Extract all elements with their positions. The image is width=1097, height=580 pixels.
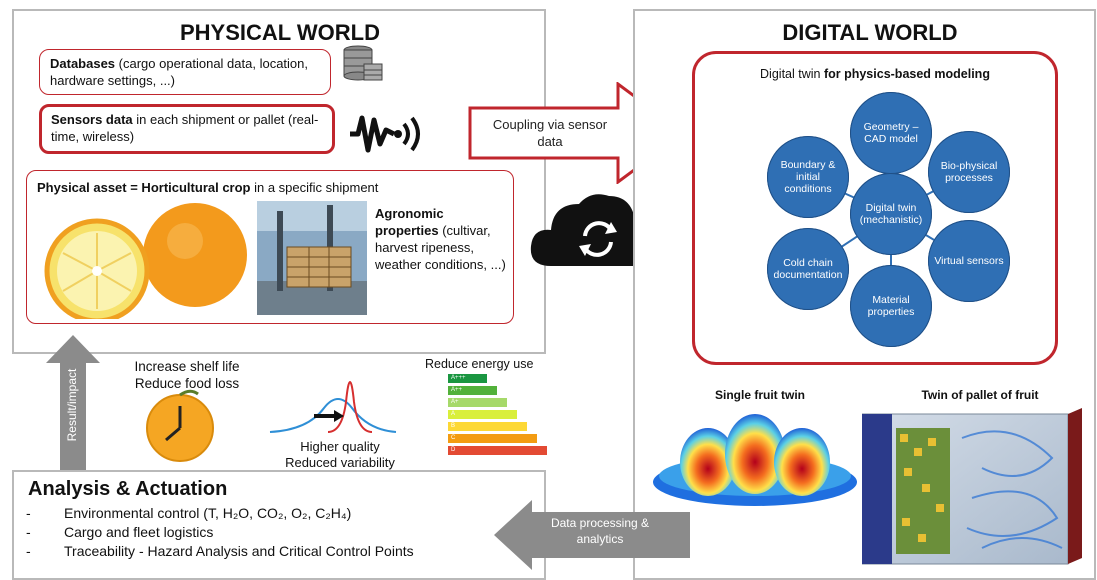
digital-world-title: DIGITAL WORLD xyxy=(782,20,958,45)
analysis-item-logistics: Cargo and fleet logistics xyxy=(64,524,214,540)
geometry-node: Geometry – CAD model xyxy=(850,92,932,174)
boundary-conditions-node: Boundary & initial conditions xyxy=(767,136,849,218)
pallet-photo xyxy=(257,201,367,315)
quality-distribution-chart xyxy=(269,381,397,433)
cold-chain-node: Cold chain documentation xyxy=(767,228,849,310)
sensors-box: Sensors data in each shipment or pallet … xyxy=(39,104,335,154)
reduce-energy-text: Reduce energy use xyxy=(425,357,534,371)
orange-clock-icon xyxy=(146,389,214,462)
pallet-twin-image xyxy=(862,408,1082,565)
energy-bar-c: C xyxy=(448,434,537,443)
biophysical-node: Bio-physical processes xyxy=(928,131,1010,213)
oranges-image xyxy=(44,203,247,319)
energy-label-chart: A+++ A++ A+ A B C D xyxy=(448,374,568,460)
databases-description: (cargo operational data, location, hardw… xyxy=(50,56,309,88)
twin-heading-bold: for physics-based modeling xyxy=(823,67,990,81)
databases-label: Databases xyxy=(50,56,116,71)
energy-bar-a1: A+ xyxy=(448,398,507,407)
higher-quality-text: Higher quality xyxy=(300,439,380,454)
single-fruit-label: Single fruit twin xyxy=(715,388,805,402)
agronomic-description: (cultivar, harvest ripeness, weather con… xyxy=(375,223,506,272)
result-impact-label: Result/impact xyxy=(65,368,79,442)
single-fruit-twin-image xyxy=(653,414,857,506)
result-impact-arrow xyxy=(46,335,100,471)
shelf-life-text: Increase shelf life xyxy=(134,359,240,374)
energy-bar-a2: A++ xyxy=(448,386,497,395)
material-properties-node: Material properties xyxy=(850,265,932,347)
sensors-label: Sensors data xyxy=(51,112,133,127)
data-processing-arrow xyxy=(494,500,690,570)
energy-bar-b: B xyxy=(448,422,527,431)
food-loss-text: Reduce food loss xyxy=(134,376,240,391)
analysis-title: Analysis & Actuation xyxy=(28,478,228,500)
analysis-list: -Environmental control (T, H₂O, CO₂, O₂,… xyxy=(26,504,496,561)
agronomic-label: Agronomic properties xyxy=(375,206,444,238)
coupling-label: Coupling via sensor data xyxy=(492,117,608,149)
virtual-sensors-node: Virtual sensors xyxy=(928,220,1010,302)
physical-world-title: PHYSICAL WORLD xyxy=(179,20,381,45)
physical-asset-box: Physical asset = Horticultural crop in a… xyxy=(26,170,514,324)
analysis-actuation-panel xyxy=(12,470,546,580)
analysis-item-traceability: Traceability - Hazard Analysis and Criti… xyxy=(64,543,414,559)
digital-twin-center-node: Digital twin (mechanistic) xyxy=(850,173,932,255)
energy-bar-a3: A+++ xyxy=(448,374,487,383)
physical-asset-label: Physical asset = Horticultural crop xyxy=(37,180,251,195)
energy-bar-a: A xyxy=(448,410,517,419)
sensors-description: in each shipment or pallet (real-time, w… xyxy=(51,112,319,144)
database-icon xyxy=(343,45,383,81)
cloud-sync-icon xyxy=(530,194,662,266)
data-processing-label: Data processing & analytics xyxy=(550,516,650,546)
analysis-item-environmental: Environmental control (T, H₂O, CO₂, O₂, … xyxy=(64,505,352,521)
energy-bar-d: D xyxy=(448,446,547,455)
wireless-signal-icon xyxy=(350,115,420,153)
reduced-variability-text: Reduced variability xyxy=(285,455,395,470)
pallet-twin-label: Twin of pallet of fruit xyxy=(921,388,1039,402)
databases-box: Databases (cargo operational data, locat… xyxy=(39,49,331,95)
physical-asset-description: in a specific shipment xyxy=(250,180,379,195)
twin-heading-normal: Digital twin xyxy=(760,67,824,81)
